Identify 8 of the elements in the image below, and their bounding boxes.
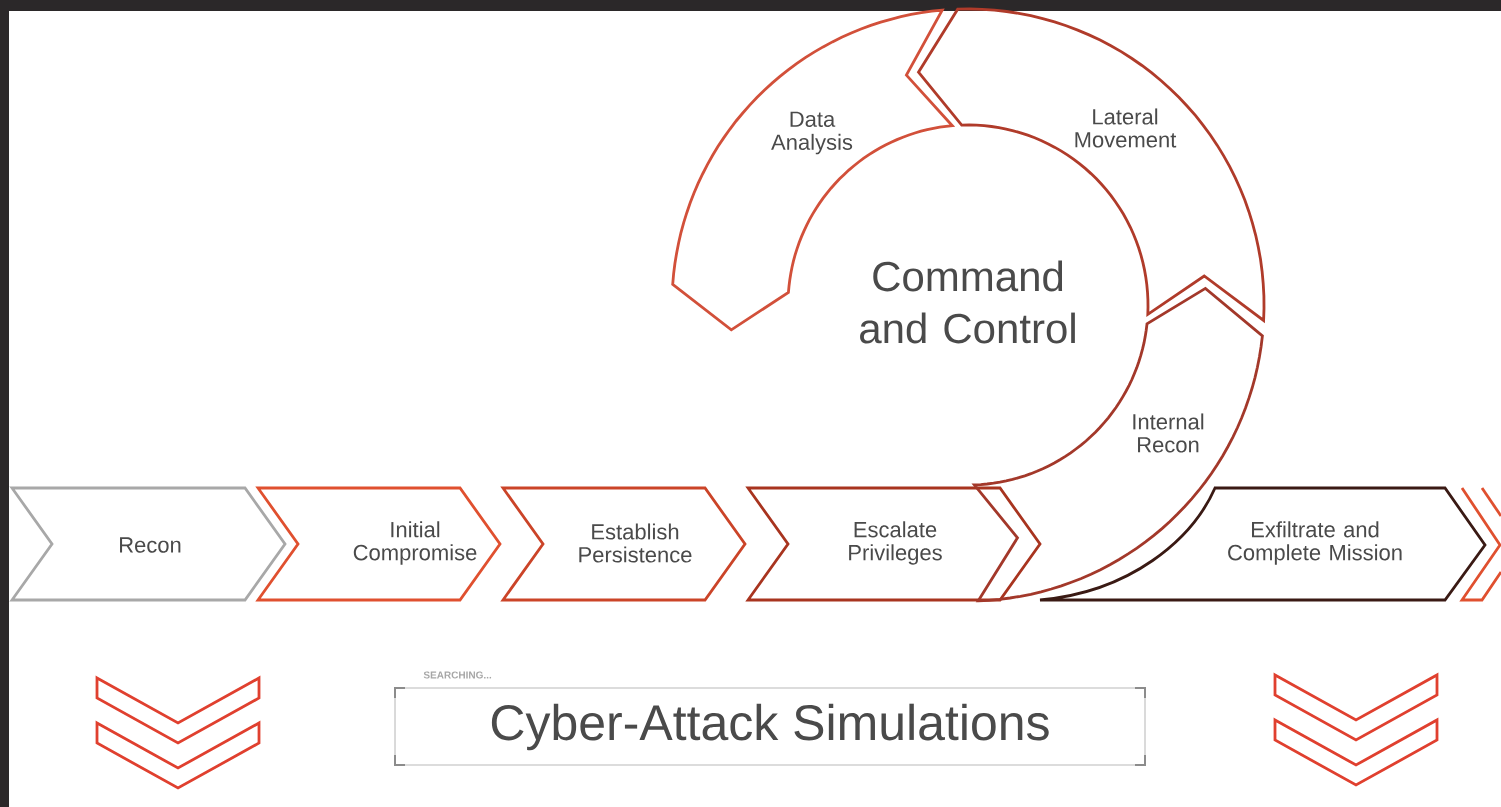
chevron-step: Establish Persistence	[500, 486, 747, 602]
node-label: SEARCHING...	[423, 671, 492, 679]
chevron-step: Exfiltrate and Complete Mission	[1038, 486, 1487, 602]
center-label: Command and Control	[860, 260, 1075, 344]
chevron-step: Initial Compromise	[255, 486, 502, 602]
chevron-step: Escalate Privileges	[745, 486, 1042, 602]
title-box: SEARCHING... Cyber-Attack Simulations	[394, 671, 1146, 766]
chevron-step: Recon	[9, 486, 287, 602]
